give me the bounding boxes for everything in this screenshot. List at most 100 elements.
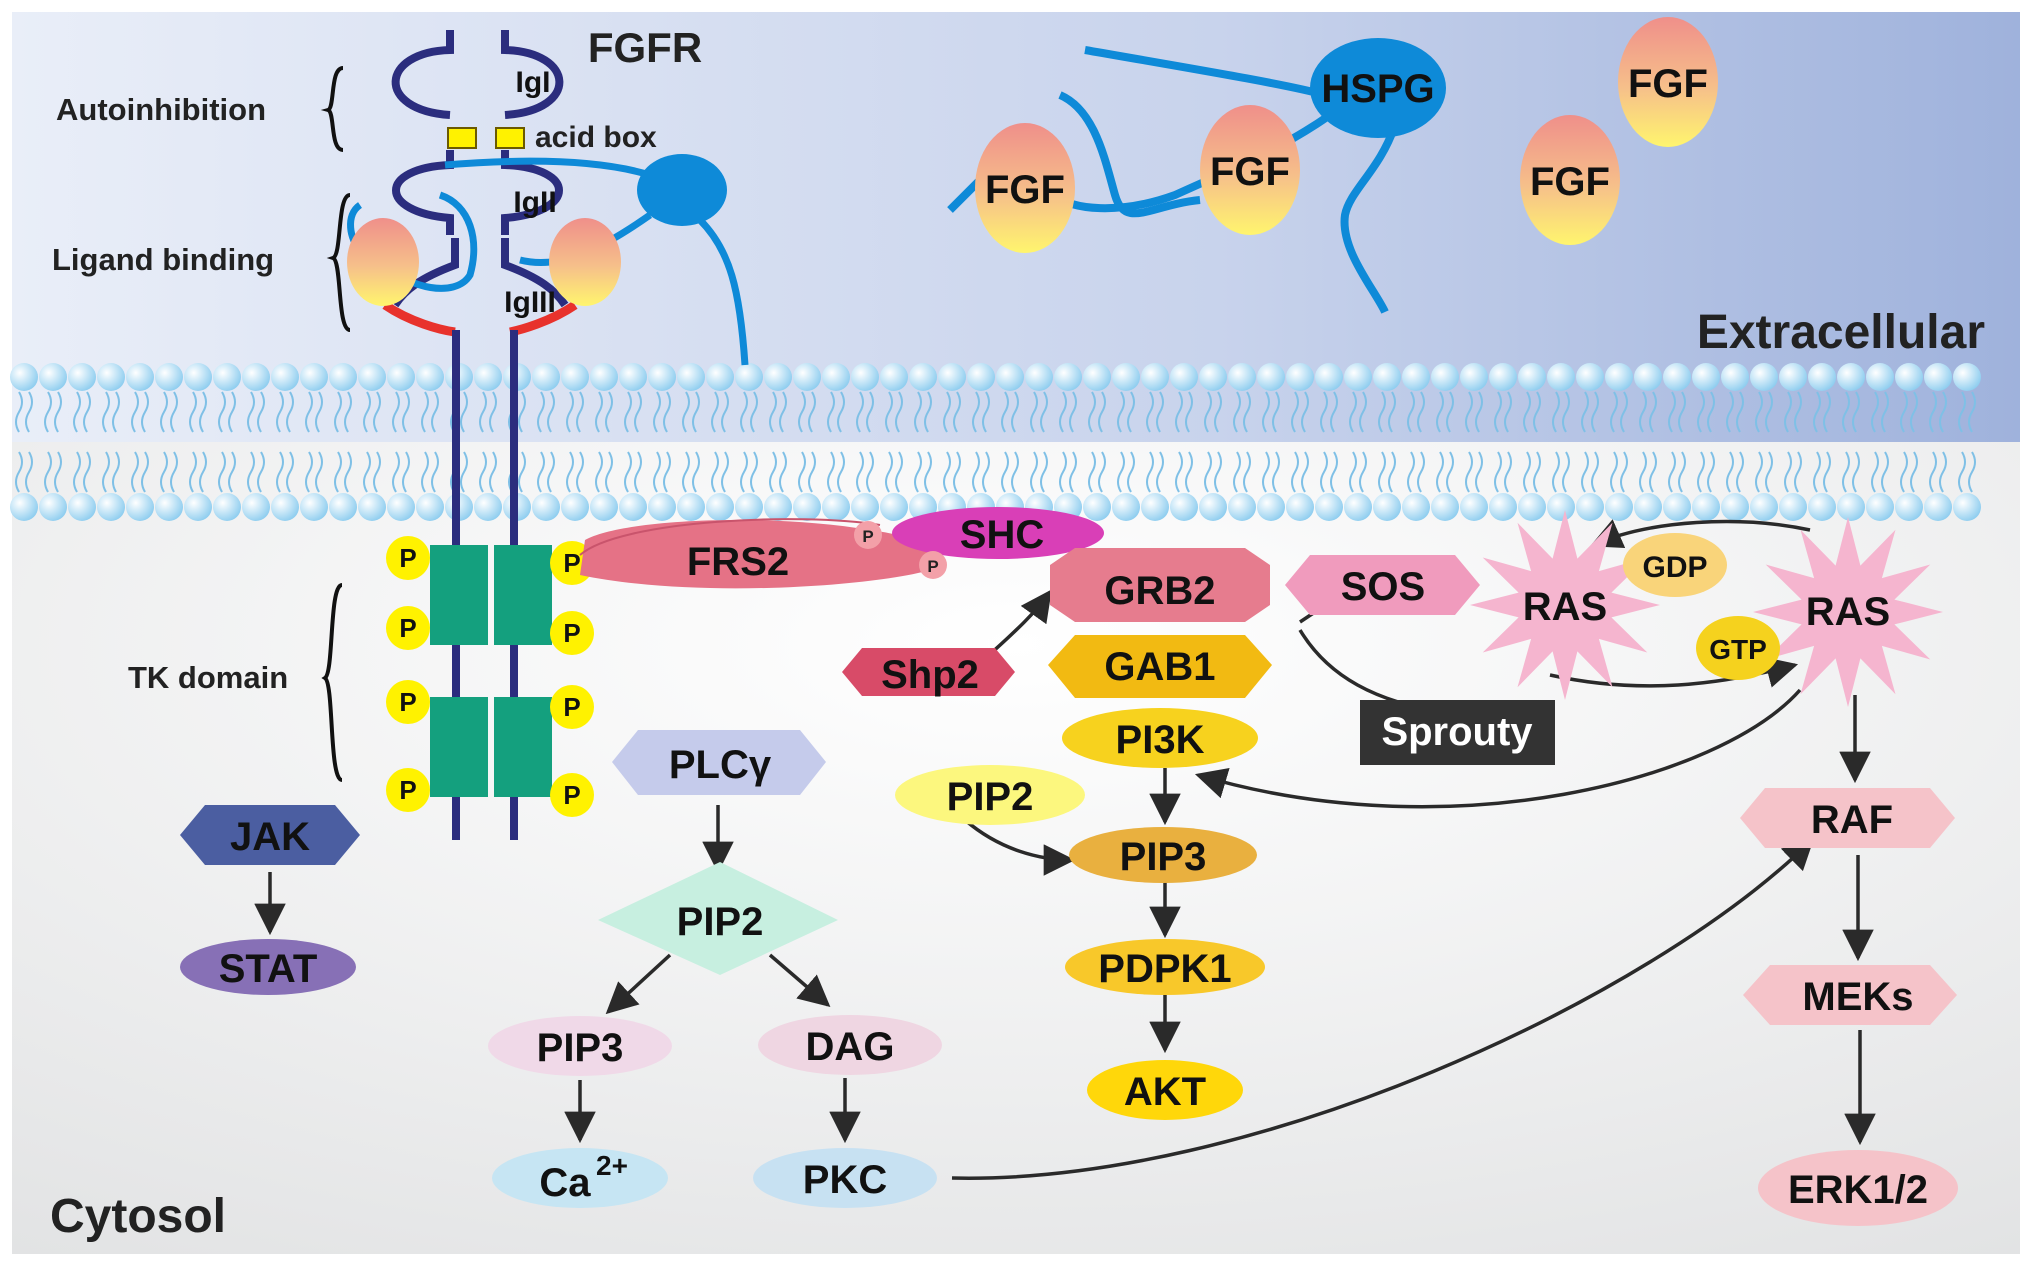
lipid-tail: [740, 391, 748, 433]
lipid-tail: [1668, 451, 1676, 493]
lipid-tail: [682, 451, 690, 493]
lipid-tail: [1562, 451, 1570, 493]
bound-fgf-left: [347, 218, 419, 306]
lipid-head: [938, 363, 966, 391]
lipid-head: [1808, 493, 1836, 521]
adaptor-complex: FRS2 SHC P P: [579, 507, 1104, 589]
sprouty-label: Sprouty: [1381, 710, 1533, 754]
phospho-site: [550, 611, 594, 655]
lipid-tail: [537, 391, 545, 433]
lipid-head: [358, 493, 386, 521]
fgf-label: FGF: [1530, 160, 1610, 204]
lipid-tail: [1156, 391, 1164, 433]
lipid-tail: [895, 451, 903, 493]
lipid-tail: [982, 391, 990, 433]
pip2-yellow-shape: [895, 765, 1085, 825]
lipid-head: [1605, 493, 1633, 521]
lipid-tail: [1475, 451, 1483, 493]
lipid-tail: [798, 391, 806, 433]
lipid-tail: [866, 451, 874, 493]
pathway-arrows: [254, 519, 1876, 1180]
lipid-tail: [1243, 391, 1251, 433]
lipid-tail: [1117, 391, 1125, 433]
lipid-tail: [779, 391, 787, 433]
lipid-tail: [1011, 391, 1019, 433]
lipid-tail: [1707, 391, 1715, 433]
lipid-tail: [1069, 451, 1077, 493]
lipid-head: [39, 493, 67, 521]
lipid-tail: [102, 391, 110, 433]
lipid-tail: [479, 451, 487, 493]
lipid-head: [1489, 493, 1517, 521]
lipid-tail: [634, 451, 642, 493]
akt-shape: [1087, 1060, 1243, 1120]
igII-loop-left: [392, 150, 454, 235]
lipid-tail: [1117, 451, 1125, 493]
lipid-tail: [1001, 391, 1009, 433]
ca-superscript: 2+: [596, 1150, 628, 1181]
lipid-tail: [595, 391, 603, 433]
lipid-tail: [1030, 451, 1038, 493]
lipid-tail: [595, 451, 603, 493]
pdpk1-node: PDPK1: [1065, 939, 1265, 995]
lipid-tail: [1707, 451, 1715, 493]
arrow-pip2-pip3-pink: [605, 953, 672, 1015]
igII-label: IgII: [513, 186, 556, 219]
plcg-shape: [612, 730, 826, 795]
lipid-tail: [1639, 391, 1647, 433]
lipid-tail: [750, 391, 758, 433]
gtp-label: GTP: [1709, 634, 1767, 665]
lipid-tail: [344, 391, 352, 433]
lipid-tail: [160, 391, 168, 433]
ras-gdp-shape: [1470, 510, 1660, 700]
meks-node: MEKs: [1743, 965, 1957, 1025]
lipid-tail: [1233, 391, 1241, 433]
lipid-tail: [1562, 391, 1570, 433]
lipid-tail: [1011, 451, 1019, 493]
lipid-head: [39, 363, 67, 391]
lipid-head: [967, 363, 995, 391]
lipid-head: [706, 493, 734, 521]
hspg-chain: [1084, 46, 1327, 99]
lipid-tail: [286, 391, 294, 433]
lipid-tail: [885, 391, 893, 433]
ras-gdp-node: RAS GDP: [1470, 510, 1727, 700]
lipid-tail: [1726, 391, 1734, 433]
lipid-tail: [228, 451, 236, 493]
lipid-tail: [1214, 391, 1222, 433]
sos-shape: [1285, 555, 1480, 615]
lipid-tail: [1320, 391, 1328, 433]
fgf-label: FGF: [1628, 62, 1708, 106]
lipid-head: [97, 363, 125, 391]
lipid-tail: [972, 391, 980, 433]
lipid-tail: [489, 451, 497, 493]
lipid-tail: [1881, 391, 1889, 433]
lipid-tail: [1040, 451, 1048, 493]
lipid-head: [561, 363, 589, 391]
lipid-tail: [798, 451, 806, 493]
lipid-tail: [83, 451, 91, 493]
lipid-tail: [576, 391, 584, 433]
lipid-head: [1924, 363, 1952, 391]
lipid-head: [1518, 493, 1546, 521]
lipid-tail: [1620, 451, 1628, 493]
lipid-tail: [1301, 451, 1309, 493]
lipid-tail: [334, 391, 342, 433]
lipid-head: [271, 493, 299, 521]
dag-shape: [758, 1015, 942, 1075]
lipid-head: [1199, 363, 1227, 391]
lipid-tail: [1436, 391, 1444, 433]
lipid-tail: [1929, 391, 1937, 433]
lipid-head: [155, 493, 183, 521]
lipid-tail: [1243, 451, 1251, 493]
lipid-tail: [1494, 451, 1502, 493]
lipid-head: [1083, 363, 1111, 391]
lipid-tail: [1697, 391, 1705, 433]
lipid-tail: [982, 451, 990, 493]
lipid-tail: [779, 451, 787, 493]
lipid-tail: [1852, 451, 1860, 493]
igI-label: IgI: [516, 66, 551, 99]
lipid-tail: [15, 391, 23, 433]
lipid-head: [1257, 363, 1285, 391]
